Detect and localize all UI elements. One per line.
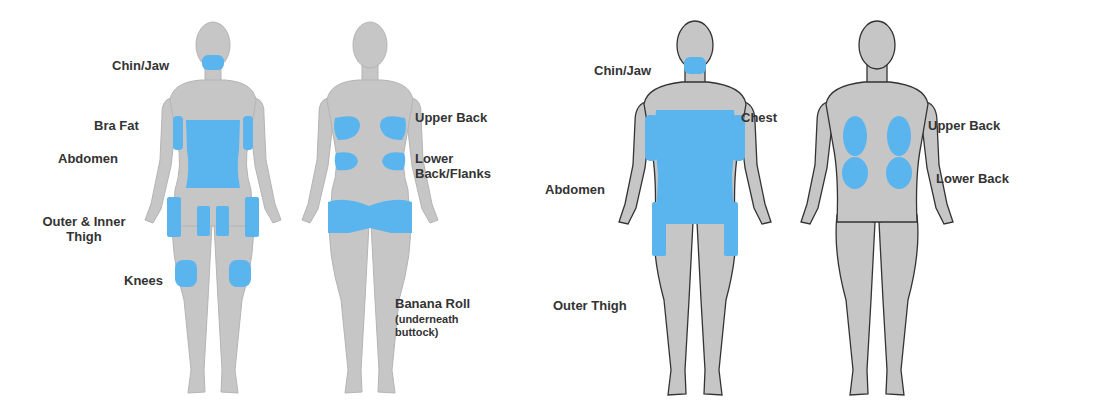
male-back: [801, 21, 953, 395]
region-label: (underneath buttock): [395, 313, 475, 339]
region-label: Upper Back: [928, 118, 1000, 133]
region-label: Bra Fat: [94, 118, 139, 133]
region-label: Chin/Jaw: [112, 58, 169, 73]
region-label: Outer & Inner Thigh: [34, 214, 134, 244]
region-label: Lower Back: [936, 171, 1009, 186]
region-label: Upper Back: [415, 110, 487, 125]
region-label: Banana Roll: [395, 296, 470, 311]
female-front: [145, 22, 281, 393]
region-label: Abdomen: [545, 182, 605, 197]
region-label: Chest: [741, 110, 777, 125]
region-label: Abdomen: [58, 151, 118, 166]
region-label: Outer Thigh: [553, 298, 627, 313]
region-label: Lower Back/Flanks: [415, 151, 505, 181]
treatment-areas: [167, 55, 912, 287]
region-label: Knees: [124, 273, 163, 288]
region-label: Chin/Jaw: [594, 63, 651, 78]
